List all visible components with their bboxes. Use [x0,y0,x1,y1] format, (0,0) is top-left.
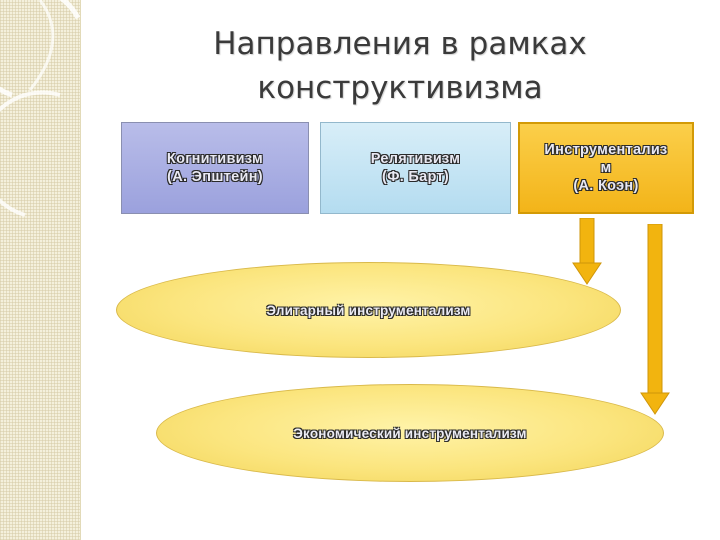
ellipse-elite-label: Элитарный инструментализм [266,303,470,318]
box-cognitivism-title: Когнитивизм [167,150,263,168]
ellipse-economic-label: Экономический инструментализм [293,426,527,441]
box-instrumentalism-title-cont: м [600,159,611,177]
box-relativism: Релятивизм (Ф. Барт) [320,122,511,214]
box-instrumentalism-title: Инструментализ [544,141,667,159]
ellipse-economic-instrumentalism: Экономический инструментализм [156,384,664,482]
box-relativism-author: (Ф. Барт) [382,168,449,186]
slide-title: Направления в рамках конструктивизма [150,22,650,110]
box-instrumentalism: Инструментализ м (А. Коэн) [518,122,694,214]
box-cognitivism: Когнитивизм (А. Эпштейн) [121,122,309,214]
slide-title-line-1: Направления в рамках [150,22,650,66]
box-relativism-title: Релятивизм [371,150,460,168]
ellipse-elite-instrumentalism: Элитарный инструментализм [116,262,621,358]
slide-title-line-2: конструктивизма [150,66,650,110]
box-instrumentalism-author: (А. Коэн) [573,177,638,195]
box-cognitivism-author: (А. Эпштейн) [167,168,263,186]
arrow-to-economic [640,224,670,416]
arrow-to-elite [572,218,602,286]
